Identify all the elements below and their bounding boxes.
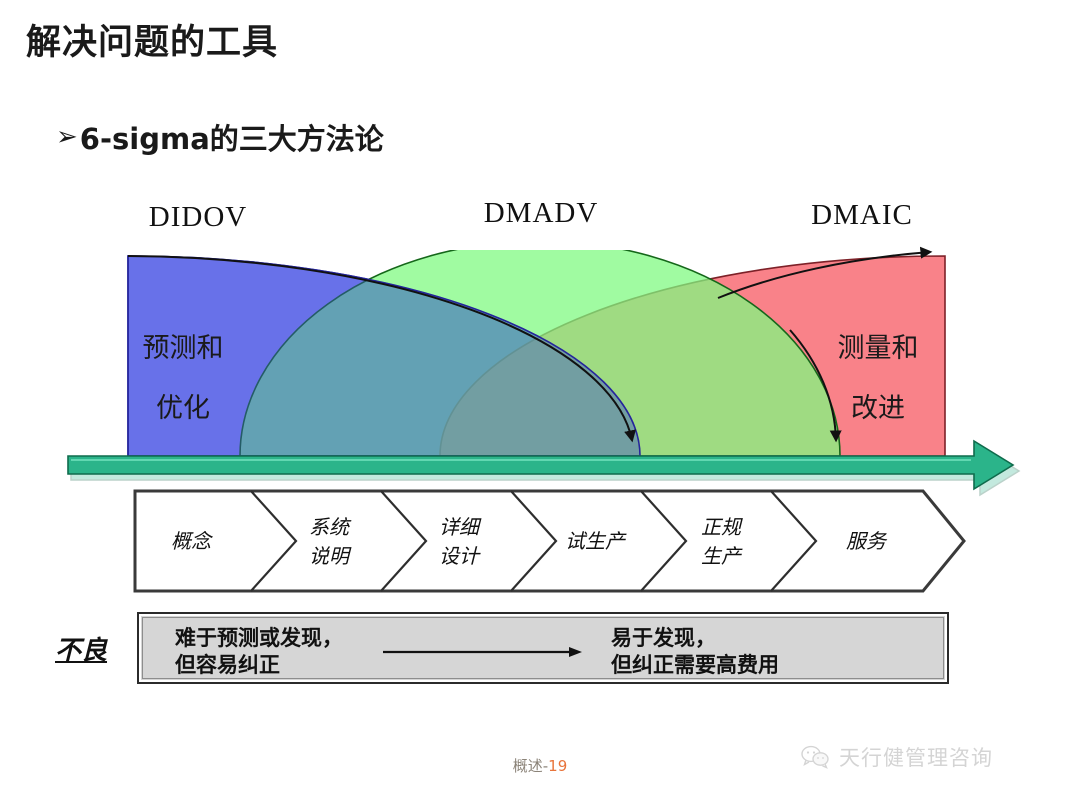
chevron-step-service-line1: 服务 — [846, 531, 888, 553]
didov-flow-arrow — [127, 255, 636, 443]
footer-number: 19 — [548, 757, 568, 775]
chevron-step-detail-design-line1: 详细 — [439, 517, 482, 539]
region-didov-overlay — [127, 255, 641, 456]
bullet-item: ➢ 6-sigma的三大方法论 — [56, 116, 384, 158]
region-dmaic-line2: 改进 — [851, 393, 905, 424]
venn-label-didov: DIDOV — [149, 201, 247, 233]
page-title: 解决问题的工具 — [26, 23, 279, 63]
defect-comparison-row: 不良 难于预测或发现，但容易纠正 易于发现，但纠正需要高费用 — [55, 612, 955, 692]
timeline-arrow — [67, 439, 1021, 497]
region-dmaic — [439, 255, 946, 456]
chevron-outline — [133, 489, 966, 593]
dmaic-flow-arrow — [717, 246, 933, 299]
bullet-arrow-icon: ➢ — [56, 121, 78, 151]
chevron-step-concept-line1: 概念 — [171, 530, 214, 553]
region-didov — [127, 255, 641, 456]
defect-label: 不良 — [55, 636, 108, 665]
process-chevron-band: 概念 系统 说明 详细 设计 试生产 正规 生产 服务 — [133, 489, 966, 593]
chevron-step-system-spec-line2: 说明 — [309, 546, 352, 568]
region-didov-line2: 优化 — [156, 393, 210, 424]
region-didov-line1: 预测和 — [143, 333, 224, 364]
defect-text-left: 难于预测或发现，但容易纠正 — [175, 626, 343, 677]
venn-label-dmaic: DMAIC — [811, 199, 913, 231]
dmadv-flow-arrow — [789, 329, 842, 443]
wechat-icon — [801, 745, 829, 769]
chevron-step-detail-design-line2: 设计 — [439, 546, 481, 568]
region-dmadv — [239, 250, 841, 456]
chevron-step-regular-production-line2: 生产 — [701, 546, 743, 568]
chevron-separators — [250, 490, 818, 592]
defect-box: 难于预测或发现，但容易纠正 易于发现，但纠正需要高费用 — [137, 612, 949, 684]
defect-text-right: 易于发现，但纠正需要高费用 — [611, 626, 779, 677]
chevron-step-system-spec-line1: 系统 — [309, 517, 352, 539]
footer-prefix: 概述- — [512, 757, 549, 775]
chevron-step-trial-production-line1: 试生产 — [565, 531, 627, 553]
chevron-step-regular-production-line1: 正规 — [701, 517, 743, 539]
bullet-item-label: 6-sigma的三大方法论 — [79, 122, 384, 156]
chevron-svg: 概念 系统 说明 详细 设计 试生产 正规 生产 服务 — [133, 489, 966, 593]
watermark-label: 天行健管理咨询 — [839, 746, 993, 770]
defect-box-inner — [142, 617, 944, 679]
watermark: 天行健管理咨询 — [800, 742, 993, 772]
footer-page-number: 概述-19 — [0, 755, 1080, 776]
defect-progression-arrow — [383, 647, 582, 657]
venn-label-dmadv: DMADV — [484, 197, 599, 229]
region-dmaic-line1: 测量和 — [838, 333, 919, 364]
